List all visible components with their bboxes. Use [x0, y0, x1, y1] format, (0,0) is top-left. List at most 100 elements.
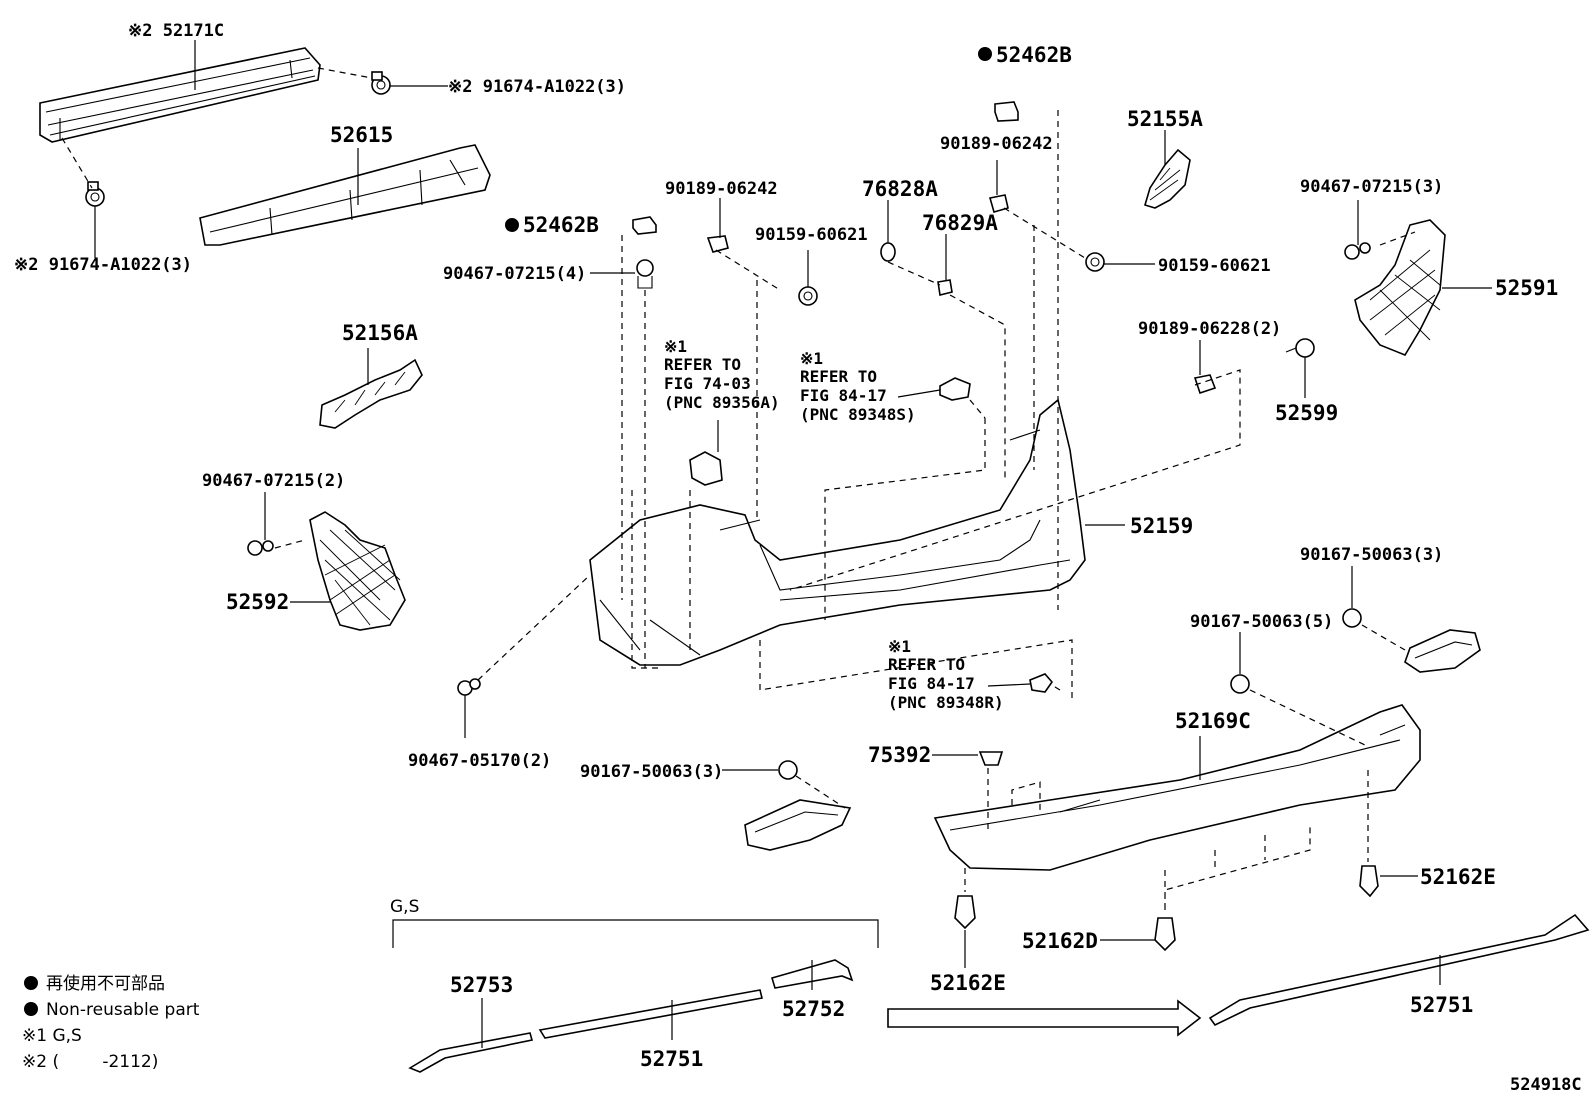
reflector-left[interactable] [744, 799, 852, 851]
ref-part-89356a[interactable] [689, 451, 723, 486]
screw-90159-60621-a[interactable] [798, 286, 818, 306]
bolt-91674-top[interactable] [371, 71, 391, 95]
clip-90189-06242-b[interactable] [988, 194, 1009, 213]
svg-text:※1 G,S: ※1 G,S [22, 1026, 82, 1046]
screw-90167-50063-a[interactable] [778, 760, 798, 780]
label-90167-50063-5: 90167-50063(5) [1190, 612, 1333, 632]
svg-text:再使用不可部品: 再使用不可部品 [46, 973, 165, 994]
label-90159-60621-b: 90159-60621 [1158, 256, 1271, 276]
svg-text:FIG 74-03: FIG 74-03 [664, 374, 751, 393]
part-52155a-bracket[interactable] [1144, 148, 1191, 209]
label-52162e-bottom: 52162E [930, 971, 1006, 995]
legend: 再使用不可部品 Non-reusable part ※1 G,S ※2 ( -2… [22, 973, 200, 1072]
svg-text:※1: ※1 [888, 637, 911, 656]
label-90189-06242-a: 90189-06242 [665, 179, 778, 199]
nonreusable-dot-top [978, 47, 992, 61]
ref-part-89348r[interactable] [1029, 673, 1054, 693]
label-52462b-top: 52462B [996, 43, 1072, 67]
molding-52751-mid[interactable] [538, 989, 763, 1039]
label-52592: 52592 [226, 590, 289, 614]
svg-text:(PNC 89348R): (PNC 89348R) [888, 693, 1004, 712]
label-90467-07215-3: 90467-07215(3) [1300, 177, 1443, 197]
label-76829a: 76829A [922, 211, 998, 235]
svg-text:※1: ※1 [664, 337, 687, 356]
clip-52162e-bottom[interactable] [954, 895, 976, 930]
label-90467-07215-4: 90467-07215(4) [443, 264, 586, 284]
nonreusable-dot-mid [505, 218, 519, 232]
clip-90467-07215-4[interactable] [636, 259, 654, 289]
screw-90167-50063-b[interactable] [1342, 608, 1362, 628]
molding-52753[interactable] [408, 1032, 534, 1073]
label-90159-60621-a: 90159-60621 [755, 225, 868, 245]
part-76828a[interactable] [880, 242, 896, 262]
clip-52162e-right[interactable] [1359, 865, 1379, 898]
gs-bracket [392, 919, 879, 948]
part-76829a[interactable] [937, 279, 953, 296]
label-52159: 52159 [1130, 514, 1193, 538]
label-90167-50063-3b: 90167-50063(3) [1300, 545, 1443, 565]
ref-part-89348s[interactable] [939, 377, 971, 401]
label-52751-right: 52751 [1410, 993, 1473, 1017]
clip-90467-07215-2[interactable] [247, 540, 274, 556]
screw-52599[interactable] [1285, 338, 1315, 358]
svg-text:※1: ※1 [800, 349, 823, 368]
label-52753: 52753 [450, 973, 513, 997]
part-75392[interactable] [978, 751, 1004, 766]
label-90467-07215-2: 90467-07215(2) [202, 471, 345, 491]
label-75392: 75392 [868, 743, 931, 767]
label-52162e-right: 52162E [1420, 865, 1496, 889]
label-52615: 52615 [330, 123, 393, 147]
ref-note-89348r: ※1 REFER TO FIG 84-17 (PNC 89348R) [888, 637, 1004, 712]
label-76828a: 76828A [862, 177, 938, 201]
legend-dot-2 [24, 1002, 38, 1016]
screw-90167-50063-5[interactable] [1230, 674, 1250, 694]
svg-text:REFER TO: REFER TO [664, 355, 741, 374]
svg-text:REFER TO: REFER TO [888, 655, 965, 674]
label-52751-mid: 52751 [640, 1047, 703, 1071]
figure-id: 524918C [1510, 1075, 1582, 1095]
svg-text:FIG 84-17: FIG 84-17 [800, 386, 887, 405]
ref-note-89356a: ※1 REFER TO FIG 74-03 (PNC 89356A) [664, 337, 780, 412]
pad-52462b-top[interactable] [994, 101, 1019, 122]
svg-text:(PNC 89348S): (PNC 89348S) [800, 405, 916, 424]
reflector-right[interactable] [1404, 629, 1481, 673]
leader-lines [94, 40, 1492, 1048]
part-52156a-bracket[interactable] [319, 358, 423, 429]
svg-text:※2 ( -2112): ※2 ( -2112) [22, 1052, 158, 1072]
svg-text:FIG 84-17: FIG 84-17 [888, 674, 975, 693]
screw-90159-60621-b[interactable] [1085, 252, 1105, 272]
label-52752: 52752 [782, 997, 845, 1021]
bolt-91674-left[interactable] [85, 181, 105, 207]
clip-52162d[interactable] [1154, 917, 1176, 952]
svg-text:REFER TO: REFER TO [800, 367, 877, 386]
label-52169c: 52169C [1175, 709, 1251, 733]
label-52599: 52599 [1275, 401, 1338, 425]
clip-90189-06242-a[interactable] [706, 235, 729, 253]
molding-52751-right[interactable] [1208, 913, 1590, 1027]
label-52155a: 52155A [1127, 107, 1203, 131]
part-52169c-lower-cover[interactable] [933, 704, 1421, 871]
label-90189-06228-2: 90189-06228(2) [1138, 319, 1281, 339]
label-52162d: 52162D [1022, 929, 1098, 953]
part-52592-bracket[interactable] [309, 511, 406, 631]
label-90167-50063-3a: 90167-50063(3) [580, 762, 723, 782]
part-52615-absorber[interactable] [199, 144, 491, 246]
part-52171c-reinforcement[interactable] [39, 47, 321, 143]
pad-52462b-mid[interactable] [632, 216, 657, 235]
clip-90467-07215-3[interactable] [1344, 242, 1371, 260]
legend-dot-1 [24, 976, 38, 990]
label-gs: G,S [390, 897, 419, 917]
assembly-lines [274, 110, 1416, 912]
clip-90467-05170[interactable] [457, 678, 481, 696]
label-90467-05170-2: 90467-05170(2) [408, 751, 551, 771]
part-52159-bumper-cover[interactable] [589, 398, 1086, 666]
label-91674-left: ※2 91674-A1022(3) [14, 255, 192, 275]
label-91674-top: ※2 91674-A1022(3) [448, 77, 626, 97]
label-52591: 52591 [1495, 276, 1558, 300]
label-52156a: 52156A [342, 321, 418, 345]
svg-text:(PNC 89356A): (PNC 89356A) [664, 393, 780, 412]
part-52591-bracket[interactable] [1354, 219, 1446, 356]
label-90189-06242-b: 90189-06242 [940, 134, 1053, 154]
svg-text:Non-reusable part: Non-reusable part [46, 1000, 200, 1020]
